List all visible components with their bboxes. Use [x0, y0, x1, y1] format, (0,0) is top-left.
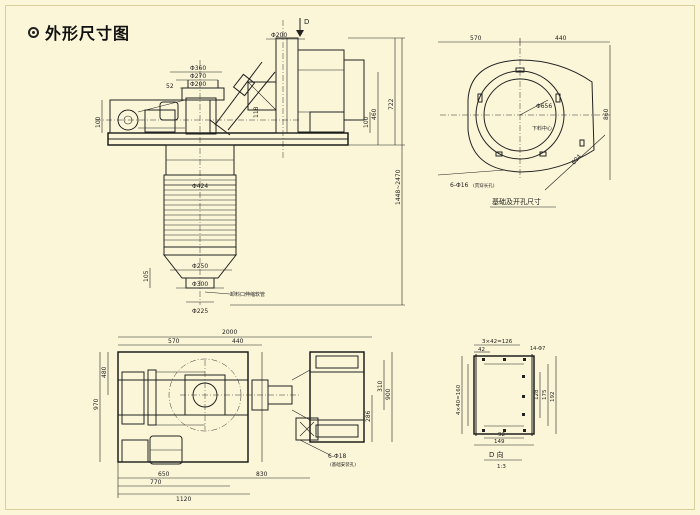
dim-149: 149 [494, 439, 505, 445]
d-view-scale: 1:3 [497, 464, 506, 470]
dim-phi270: Φ270 [190, 73, 206, 80]
dim-92: 92 [498, 432, 505, 438]
dim-128: 128 [534, 389, 540, 400]
dim-286: 286 [365, 410, 372, 422]
dim-175: 175 [542, 389, 548, 400]
foundation-outline [467, 59, 595, 173]
foundation-caption: 基础及开孔尺寸 [492, 197, 541, 206]
plan-view: 2000 570 440 970 480 [93, 329, 393, 503]
note-outlet-hose: 卸料口伸缩软管 [230, 291, 265, 298]
dim-14-phi7: 14-Φ7 [530, 346, 545, 352]
d-view: 3×42=126 42 14-Φ7 4×40=160 192 175 128 9… [456, 339, 557, 470]
dim-460: 460 [371, 108, 378, 120]
dim-570-top: 570 [470, 35, 482, 42]
dim-192: 192 [550, 392, 556, 403]
dim-phi656: Φ656 [536, 103, 552, 110]
dim-650: 650 [158, 471, 170, 478]
dim-310: 310 [377, 380, 384, 392]
holes-6-phi16: 6-Φ16 [450, 182, 469, 189]
dim-phi360: Φ360 [190, 65, 206, 72]
dim-1120: 1120 [176, 496, 191, 503]
main-motor [297, 49, 345, 133]
drive-frame [109, 99, 211, 134]
dim-440-plan: 440 [232, 338, 244, 345]
dim-phi300: Φ300 [192, 281, 208, 288]
holes-6-phi18: 6-Φ18 [328, 453, 347, 460]
hopper-neck [185, 97, 217, 135]
dim-100-right: 100 [363, 116, 370, 128]
dim-phi424: Φ424 [192, 183, 208, 190]
front-view: D Φ200 Φ360 Φ270 Φ200 52 118 100 100 460… [95, 18, 405, 315]
d-view-flange [473, 355, 535, 435]
dim-970: 970 [93, 398, 100, 410]
dim-105: 105 [143, 270, 150, 282]
dim-830: 830 [256, 471, 268, 478]
holes-note: (贯穿长孔) [473, 182, 495, 189]
dim-2000: 2000 [222, 329, 237, 336]
dim-1448-2470: 1448~2470 [395, 169, 402, 205]
dim-570-plan: 570 [168, 338, 180, 345]
center-label: 下料中心 [532, 125, 552, 132]
dim-480: 480 [101, 366, 108, 378]
dim-860: 860 [603, 108, 610, 120]
plan-fan-unit [309, 351, 365, 443]
dim-phi200: Φ200 [190, 81, 206, 88]
dim-phi250: Φ250 [192, 263, 208, 270]
view-arrow-label: D [304, 18, 309, 26]
drawing-title: 外形尺寸图 [45, 24, 131, 43]
dim-phi225: Φ225 [192, 308, 208, 315]
drawing-frame [5, 5, 695, 510]
pulley [117, 109, 139, 131]
dim-900: 900 [385, 388, 392, 400]
dim-52: 52 [166, 83, 174, 90]
dim-phi200-top: Φ200 [271, 32, 287, 39]
dim-770: 770 [150, 479, 162, 486]
dim-440-top: 440 [555, 35, 567, 42]
dim-100-left: 100 [95, 116, 102, 128]
dim-722: 722 [388, 98, 395, 110]
foundation-view: 570 440 Φ656 下料中心 860 604 6-Φ16 (贯穿长孔) 基… [437, 35, 611, 208]
bullet-circle-icon [28, 26, 39, 38]
motor-small [159, 101, 179, 121]
discharge-cone [162, 254, 238, 279]
dim-3x42: 3×42=126 [482, 339, 513, 345]
plan-frame [117, 351, 249, 463]
foundation-ring-outer [475, 70, 565, 160]
d-view-caption: D 向 [489, 450, 504, 459]
drawing-header: 外形尺寸图 [28, 20, 130, 44]
foundation-ring-inner [483, 78, 557, 152]
dim-4x40: 4×40=160 [456, 384, 462, 415]
dim-42: 42 [478, 347, 485, 353]
dim-604: 604 [570, 153, 583, 166]
holes-plan-note: (基础安装孔) [330, 461, 356, 468]
dim-118: 118 [253, 106, 260, 118]
